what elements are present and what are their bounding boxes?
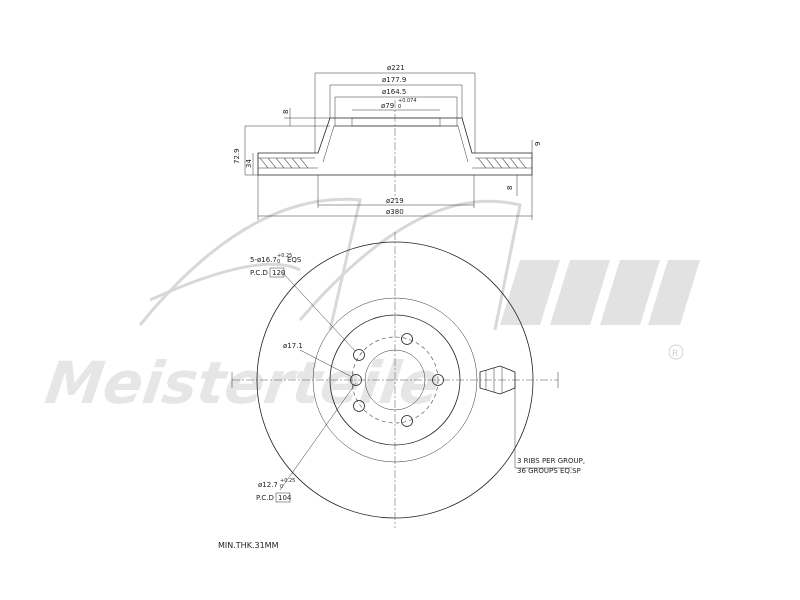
pin-hole-dia: ø17.1 bbox=[283, 342, 303, 350]
rib-detail bbox=[479, 365, 516, 395]
dim-177-9: ø177.9 bbox=[382, 76, 406, 84]
dim-72-9: 72.9 bbox=[233, 148, 241, 164]
pcd-label-top: P.C.D bbox=[250, 269, 268, 277]
disc-section-outline bbox=[257, 117, 533, 176]
watermark-a-letter bbox=[138, 197, 362, 331]
pcd-box-bottom bbox=[275, 492, 291, 503]
bolt-hole bbox=[401, 415, 413, 427]
watermark: Meisterteile R bbox=[41, 197, 700, 417]
hub-bore bbox=[351, 117, 441, 127]
pcd-value-bottom: 104 bbox=[278, 494, 292, 502]
bolt-hole bbox=[353, 400, 365, 412]
bolt-holes bbox=[350, 333, 444, 427]
dim-79-tol-lower: 0 bbox=[398, 104, 401, 110]
bolt-hole bbox=[353, 349, 365, 361]
bolt-holes-tol-lower: 0 bbox=[277, 259, 280, 265]
watermark-brand: Meisterteile bbox=[41, 349, 444, 417]
watermark-swoosh bbox=[298, 199, 522, 331]
dim-8-top: 8 bbox=[282, 110, 290, 114]
dim-380: ø380 bbox=[386, 208, 404, 216]
vent-hatch-left bbox=[258, 157, 318, 169]
leader-pin-hole bbox=[299, 349, 353, 378]
front-view: 5-ø16.7 +0.25 0 EQS P.C.D 120 ø17.1 ø12.… bbox=[231, 232, 585, 528]
dim-164-5: ø164.5 bbox=[382, 88, 406, 96]
bolt-holes-tol-upper: +0.25 bbox=[277, 253, 292, 259]
dim-219: ø219 bbox=[386, 197, 404, 205]
ribs-note-line1: 3 RIBS PER GROUP, bbox=[517, 457, 585, 465]
dim-79-tol-upper: +0.074 bbox=[398, 98, 417, 104]
dim-8-right: 8 bbox=[506, 186, 514, 190]
dim-34: 34 bbox=[245, 159, 253, 168]
leader-bolt-holes bbox=[281, 271, 356, 352]
hat-inner-outline bbox=[322, 125, 469, 163]
pcd-value-top: 120 bbox=[272, 269, 285, 277]
dim-221: ø221 bbox=[387, 64, 405, 72]
bolt-hole bbox=[401, 333, 413, 345]
min-thickness-note: MIN.THK.31MM bbox=[218, 541, 279, 550]
watermark-trademark: R bbox=[672, 349, 678, 359]
lower-hole-tol-lower: 0 bbox=[280, 484, 283, 490]
pin-hole bbox=[350, 374, 362, 386]
bolt-hole bbox=[432, 374, 444, 386]
bolt-holes-label: 5-ø16.7 bbox=[250, 256, 277, 264]
dim-9: 9 bbox=[534, 142, 542, 146]
pcd-label-bottom: P.C.D bbox=[256, 494, 274, 502]
watermark-trademark-circle bbox=[668, 344, 684, 360]
pcd-box-top bbox=[269, 267, 285, 278]
watermark-stripes bbox=[500, 260, 700, 325]
vent-hatch-right bbox=[472, 157, 532, 169]
bolt-holes-suffix: EQS bbox=[287, 256, 302, 264]
lower-hole-tol-upper: +0.25 bbox=[280, 478, 295, 484]
leader-lower-hole bbox=[279, 382, 357, 491]
side-view: ø221 ø177.9 ø164.5 ø79 +0.074 0 72.9 34 … bbox=[233, 64, 542, 220]
lower-hole-label: ø12.7 bbox=[258, 481, 278, 489]
ribs-note-line2: 36 GROUPS EQ.SP bbox=[517, 467, 581, 475]
dim-79: ø79 bbox=[381, 102, 394, 110]
